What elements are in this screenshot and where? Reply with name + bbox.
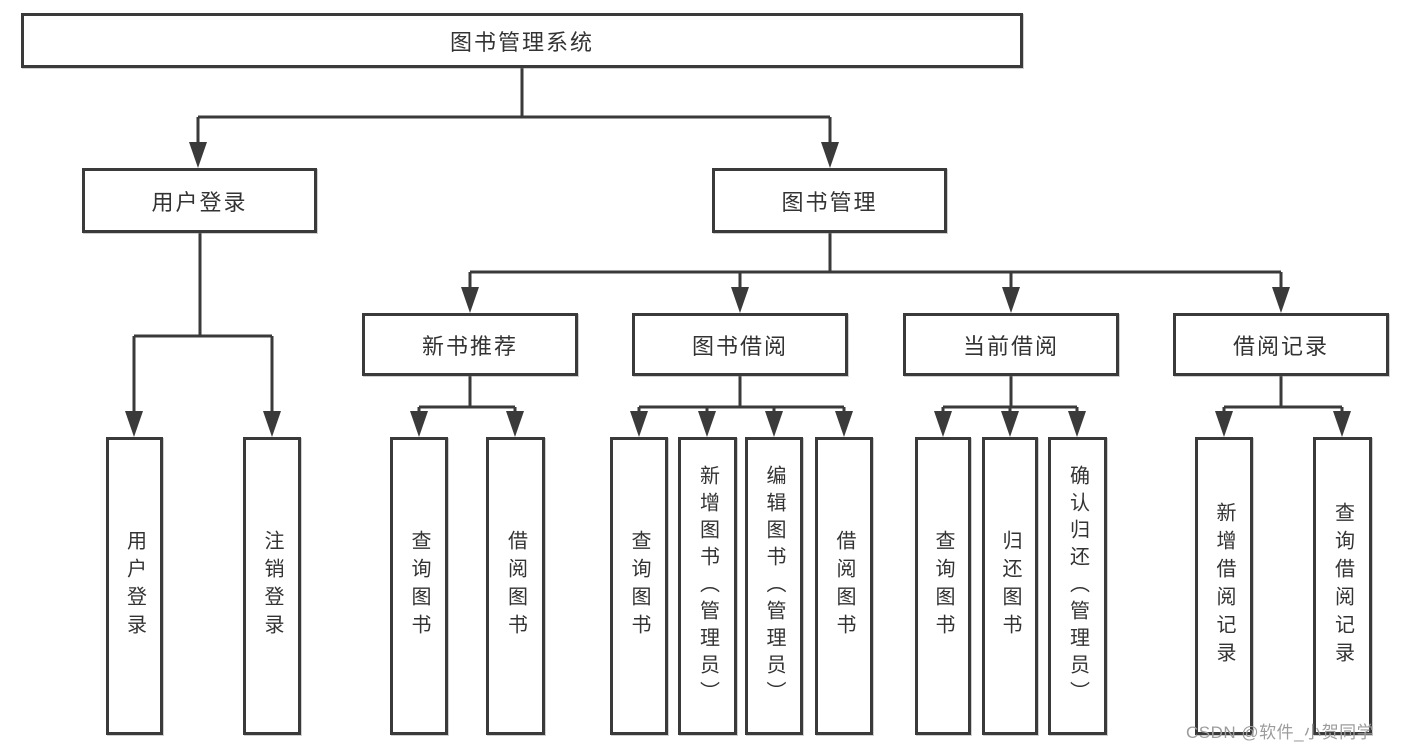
node-borrowing-records: 借阅记录 [1173, 313, 1389, 376]
leaf-query-books-recommend: 查询图书 [390, 437, 448, 735]
leaf-query-books-borrow: 查询图书 [610, 437, 668, 735]
leaf-user-login: 用户登录 [106, 437, 163, 735]
leaf-logout: 注销登录 [243, 437, 301, 735]
leaf-borrow-books-recommend: 借阅图书 [486, 437, 545, 735]
node-root-library-management-system: 图书管理系统 [21, 13, 1023, 68]
node-current-borrowing: 当前借阅 [903, 313, 1119, 376]
csdn-watermark: CSDN @软件_小贺同学 [1186, 723, 1375, 742]
leaf-add-books-admin: 新增图书（管理员） [678, 437, 737, 735]
node-book-management: 图书管理 [712, 168, 947, 233]
leaf-return-books: 归还图书 [982, 437, 1038, 735]
leaf-edit-books-admin: 编辑图书（管理员） [745, 437, 803, 735]
leaf-query-books-current: 查询图书 [915, 437, 971, 735]
leaf-confirm-return-admin: 确认归还（管理员） [1048, 437, 1107, 735]
leaf-add-borrow-record: 新增借阅记录 [1195, 437, 1253, 735]
node-user-login: 用户登录 [82, 168, 317, 233]
node-new-book-recommendation: 新书推荐 [362, 313, 578, 376]
arrowheads [125, 142, 1351, 437]
leaf-query-borrow-record: 查询借阅记录 [1313, 437, 1372, 735]
node-book-borrowing: 图书借阅 [632, 313, 848, 376]
leaf-borrow-books: 借阅图书 [815, 437, 873, 735]
